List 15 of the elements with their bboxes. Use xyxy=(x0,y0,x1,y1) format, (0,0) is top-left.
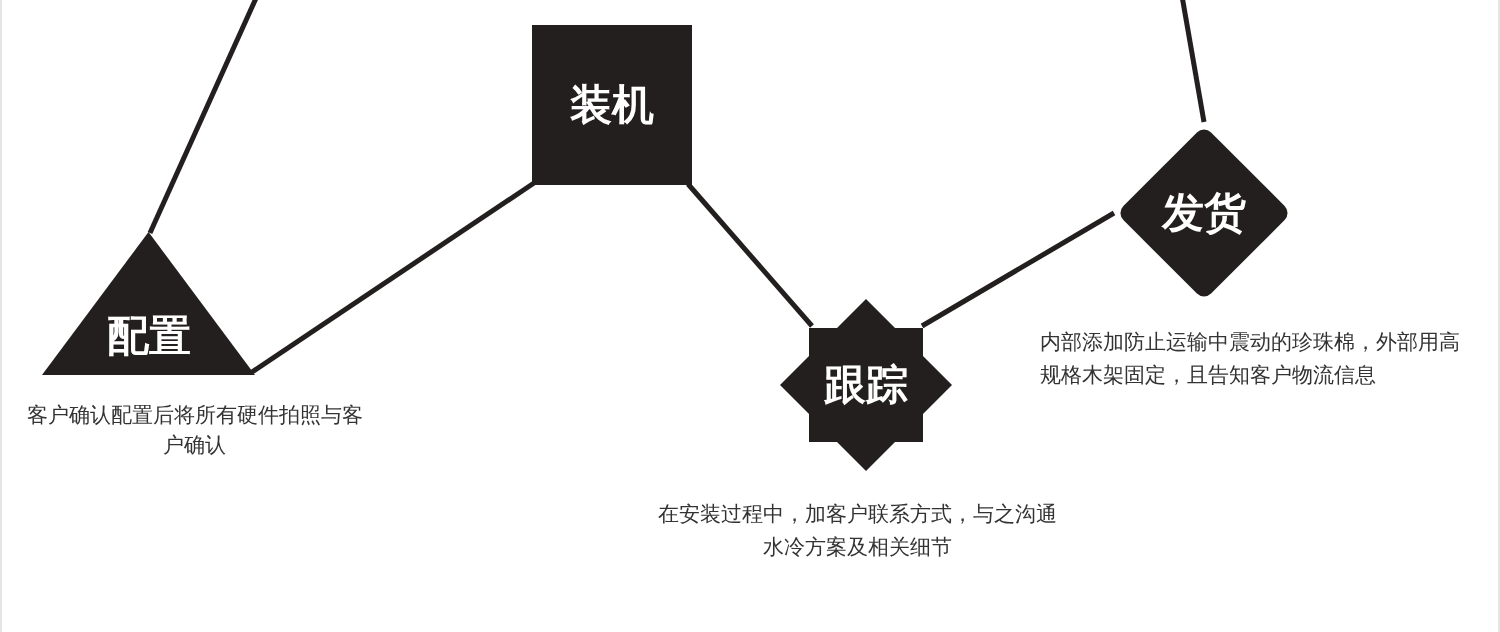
step-description: 在安装过程中，加客户联系方式，与之沟通水冷方案及相关细节 xyxy=(656,501,1058,561)
connector-line xyxy=(686,182,814,328)
square-node xyxy=(532,25,692,185)
step-description: 客户确认配置后将所有硬件拍照与客户确认 xyxy=(25,402,364,459)
connector-line xyxy=(250,180,536,375)
connector-line xyxy=(147,0,260,235)
connector-line xyxy=(920,210,1116,329)
step-description: 内部添加防止运输中震动的珍珠棉，外部用高规格木架固定，且告知客户物流信息 xyxy=(1040,329,1461,389)
connector-line xyxy=(1179,0,1207,123)
node-title: 发货 xyxy=(1162,188,1246,238)
node-title: 配置 xyxy=(106,311,191,360)
node-title: 跟踪 xyxy=(824,360,908,410)
triangle-node xyxy=(42,232,255,375)
node-title: 装机 xyxy=(570,80,654,130)
star-node xyxy=(780,299,952,471)
